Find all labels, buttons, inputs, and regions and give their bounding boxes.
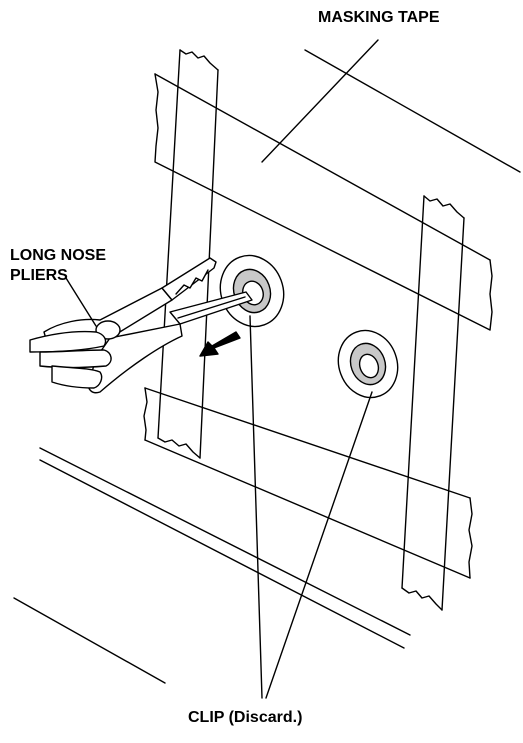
- clip-right: [337, 329, 399, 399]
- masking-tape-right-vertical: [401, 195, 465, 611]
- masking-tape-upper: [154, 73, 493, 331]
- hand: [29, 330, 112, 389]
- masking-tape-lower: [143, 387, 473, 579]
- leader-clip-left: [249, 315, 263, 699]
- pull-direction-arrow: [199, 331, 241, 357]
- long-nose-pliers-label-line2: PLIERS: [10, 267, 68, 284]
- masking-tape-left-vertical: [157, 49, 219, 459]
- clip-label: CLIP (Discard.): [188, 709, 303, 726]
- long-nose-pliers-label-line1: LONG NOSE: [10, 247, 107, 264]
- leader-pliers: [65, 277, 97, 327]
- long-nose-pliers-label: LONG NOSE PLIERS: [10, 246, 106, 286]
- leader-clip-right: [265, 391, 373, 699]
- clip-left: [219, 254, 285, 328]
- panel-surface: [13, 49, 521, 684]
- leader-masking-tape: [261, 39, 379, 163]
- masking-tape-label: MASKING TAPE: [318, 9, 440, 26]
